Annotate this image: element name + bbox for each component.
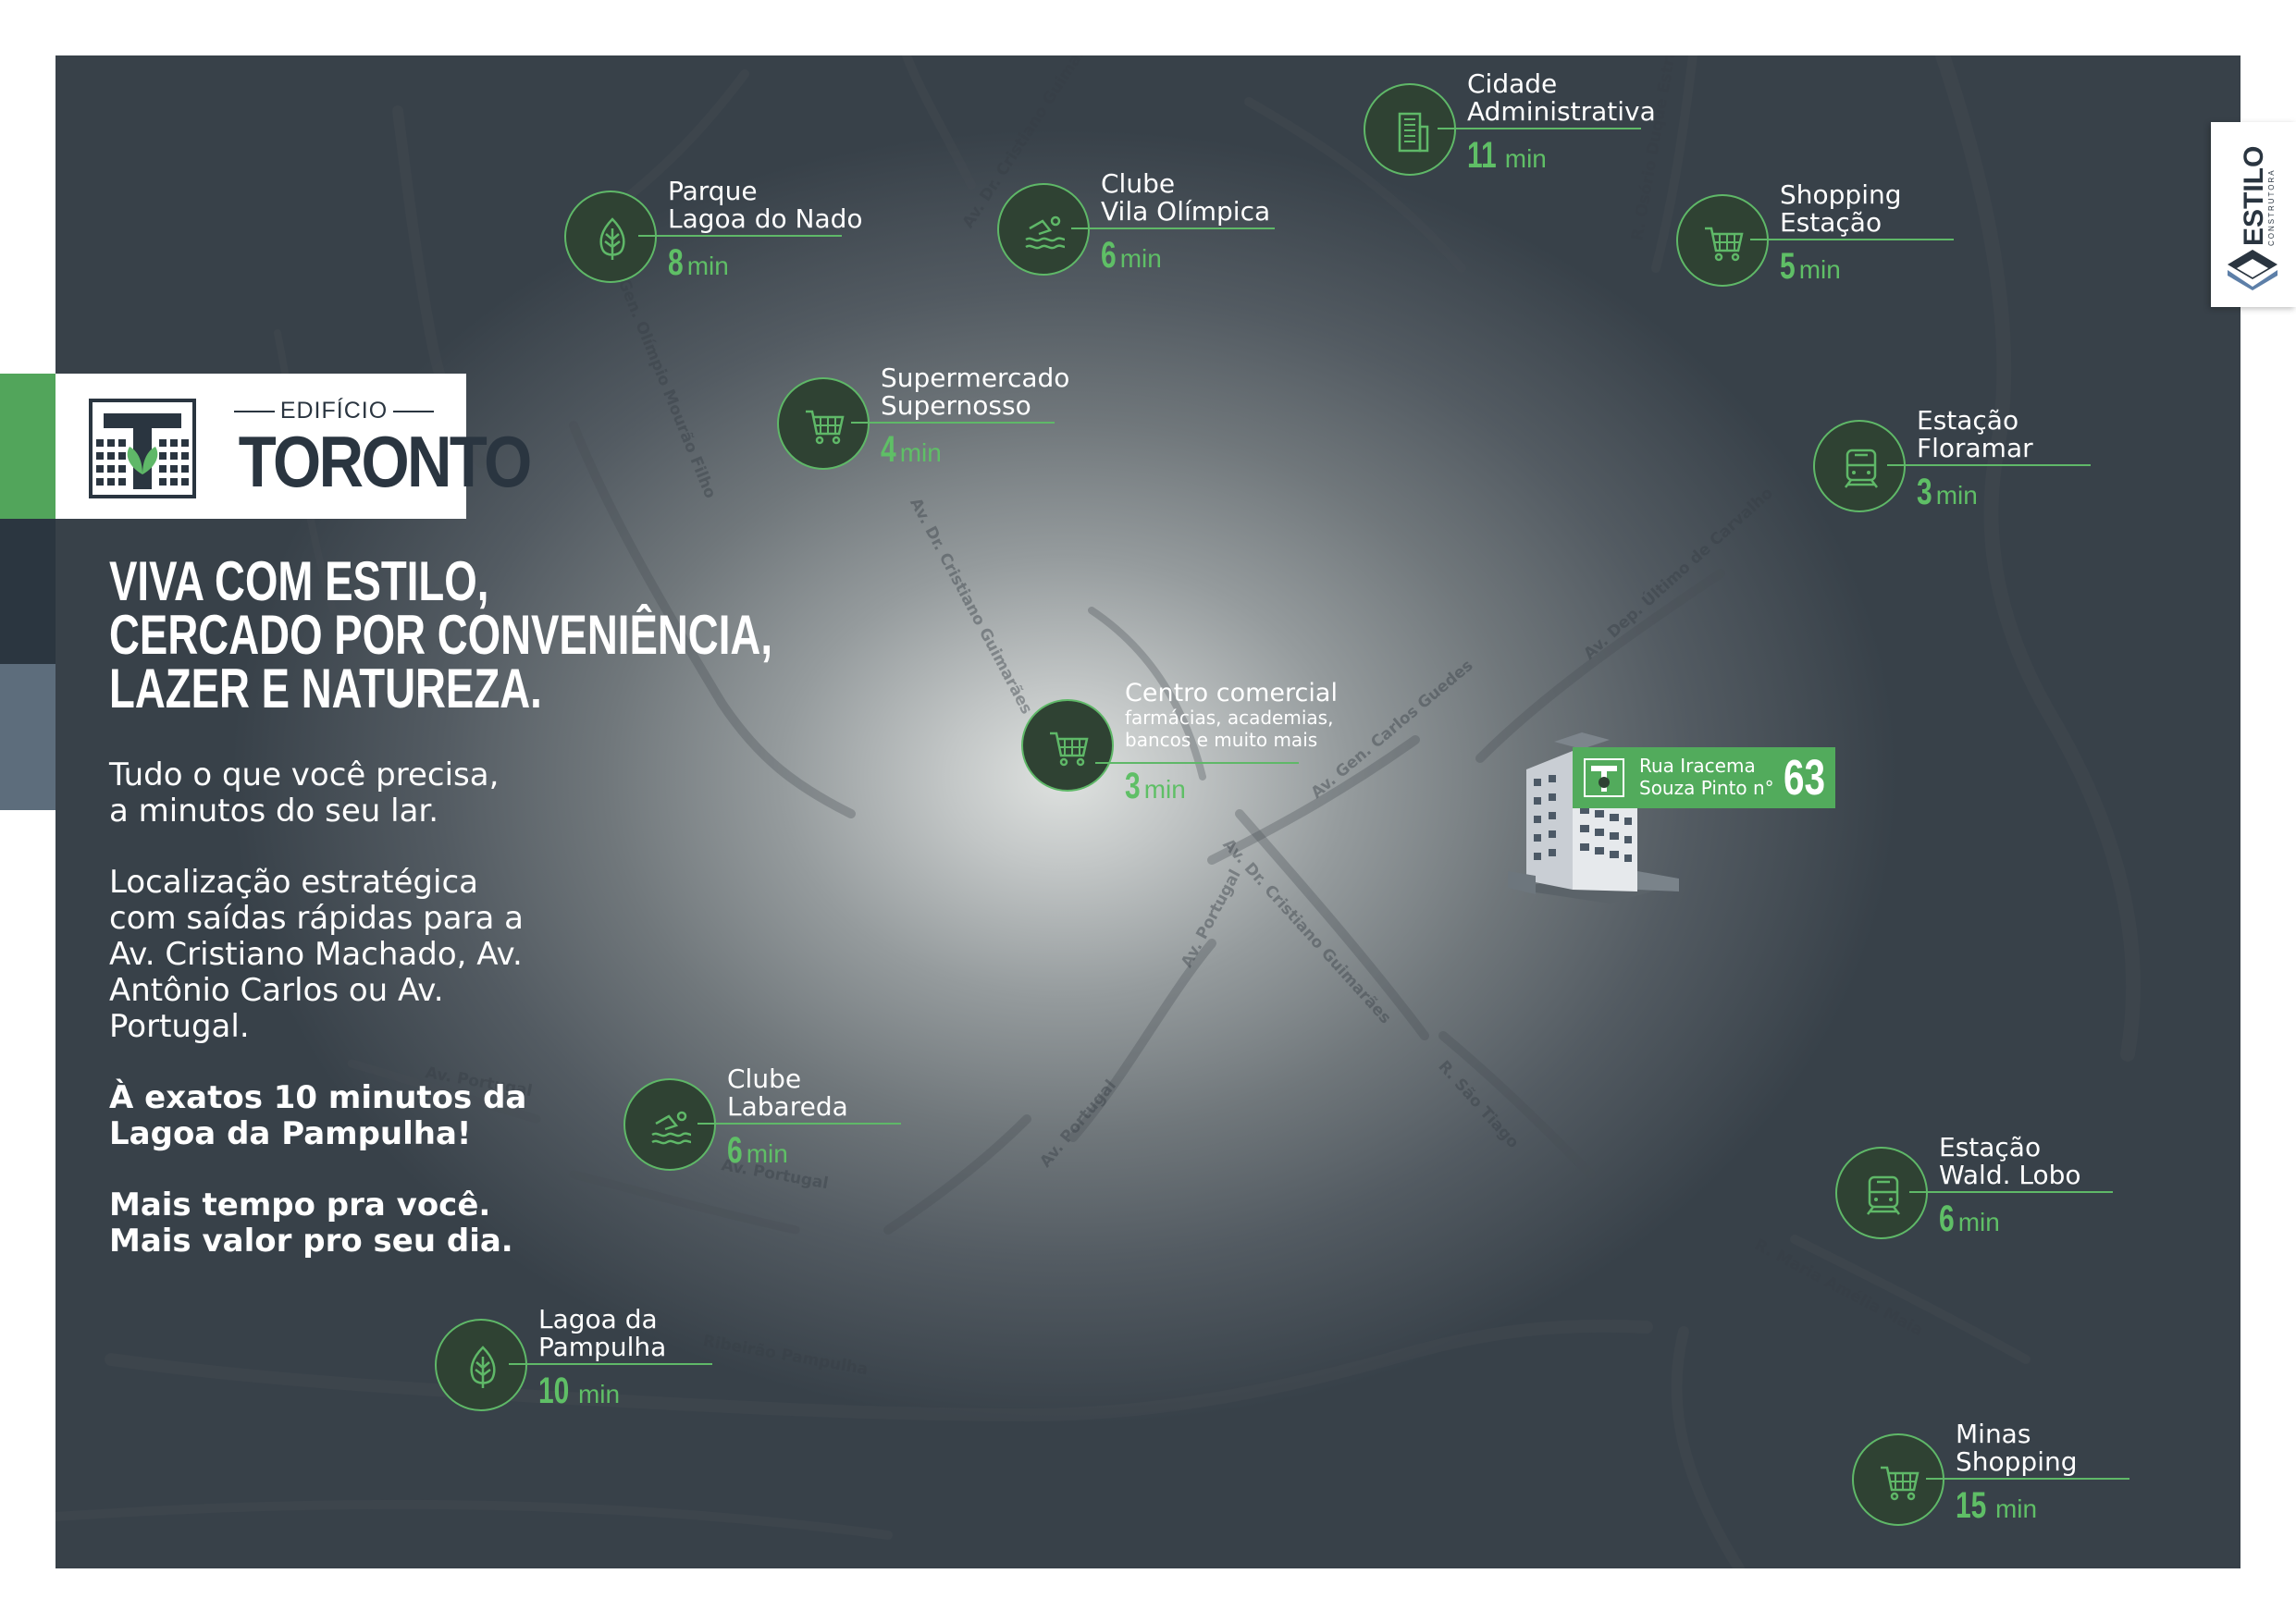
- poi-divider: [1071, 227, 1275, 229]
- poi-subtitle: bancos e muito mais: [1125, 729, 1318, 751]
- estilo-wordmark: ESTILO CONSTRUTORA: [2239, 146, 2276, 246]
- poi-time: 8 min: [668, 242, 729, 283]
- poi-divider: [697, 1123, 901, 1125]
- cart-icon: [806, 410, 845, 445]
- toronto-logo-mark-icon: [89, 399, 196, 498]
- poi-time: 15 min: [1956, 1485, 2038, 1526]
- poi-marker: [997, 183, 1090, 276]
- poi-marker: [564, 191, 657, 283]
- poi-divider: [1438, 128, 1641, 129]
- leaf-icon: [599, 217, 625, 260]
- accent-bar-green: [0, 374, 56, 519]
- address-number: 63: [1784, 750, 1826, 805]
- poi-time: 4 min: [881, 429, 942, 470]
- logo-subtitle: EDIFÍCIO: [223, 398, 445, 424]
- poi-time: 3 min: [1125, 766, 1186, 806]
- poi-divider: [1750, 239, 1954, 240]
- poi-divider: [851, 422, 1055, 424]
- poi-time: 5 min: [1780, 246, 1841, 287]
- poi-time: 6 min: [727, 1130, 788, 1171]
- poi-marker: [777, 377, 870, 470]
- cart-icon: [1705, 227, 1744, 262]
- cart-icon: [1050, 732, 1089, 767]
- poi-name: Centro comercial farmácias, academias, b…: [1125, 679, 1338, 752]
- logo-title: TORONTO: [238, 421, 532, 502]
- poi-marker: [1676, 194, 1769, 287]
- road-network: [56, 55, 2142, 1568]
- swimmer-icon: [651, 1111, 692, 1145]
- train-icon: [1845, 449, 1878, 488]
- poi-marker: [435, 1319, 527, 1411]
- headline: VIVA COM ESTILO, CERCADO POR CONVENIÊNCI…: [109, 550, 773, 719]
- toronto-mini-logo-icon: [1584, 758, 1624, 797]
- pampulha-paragraph: À exatos 10 minutos da Lagoa da Pampulha…: [109, 1079, 527, 1152]
- swimmer-icon: [1025, 215, 1066, 250]
- poi-time: 6 min: [1939, 1199, 2000, 1239]
- estilo-construtora-logo: ESTILO CONSTRUTORA: [2211, 122, 2296, 307]
- poi-time: 11 min: [1467, 135, 1547, 176]
- tagline-paragraph: Mais tempo pra você. Mais valor pro seu …: [109, 1187, 513, 1260]
- poi-marker: [1835, 1147, 1928, 1239]
- leaf-icon: [470, 1346, 496, 1388]
- svg-text:ESTILO: ESTILO: [2239, 146, 2269, 246]
- poi-divider: [1909, 1191, 2113, 1193]
- poi-time: 3 min: [1917, 472, 1978, 512]
- location-paragraph: Localização estratégica com saídas rápid…: [109, 864, 525, 1045]
- poi-marker: [1021, 699, 1114, 792]
- toronto-logo: EDIFÍCIO TORONTO: [56, 374, 532, 519]
- train-icon: [1867, 1175, 1900, 1215]
- intro-paragraph: Tudo o que você precisa, a minutos do se…: [109, 756, 500, 830]
- poi-time: 6 min: [1101, 235, 1162, 276]
- poi-time: 10 min: [538, 1371, 621, 1411]
- svg-text:CONSTRUTORA: CONSTRUTORA: [2267, 168, 2276, 246]
- address-tag: Rua Iracema Souza Pinto n° 63: [1573, 747, 1835, 808]
- poi-divider: [509, 1363, 712, 1365]
- poi-divider: [1926, 1478, 2129, 1480]
- poi-divider: [1887, 464, 2091, 466]
- poi-marker: [1364, 83, 1456, 176]
- poi-divider: [638, 235, 842, 237]
- building-icon: [1398, 112, 1429, 153]
- poi-divider: [1095, 762, 1299, 764]
- building-illustration: [1508, 732, 1679, 904]
- address-street-2: Souza Pinto n°: [1639, 777, 1774, 799]
- poi-marker: [1852, 1433, 1944, 1526]
- location-map: Av. Gen. Olímpio Mourão Filho Av. Dr. Cr…: [56, 55, 2240, 1568]
- accent-bar-slate: [0, 664, 56, 810]
- poi-marker: [623, 1078, 716, 1171]
- poi-subtitle: farmácias, academias,: [1125, 707, 1334, 729]
- accent-bar-navy: [0, 519, 56, 664]
- address-street: Rua Iracema: [1639, 755, 1756, 777]
- cart-icon: [1881, 1466, 1920, 1501]
- poi-marker: [1813, 420, 1906, 512]
- estilo-chevron-icon: [2228, 250, 2277, 290]
